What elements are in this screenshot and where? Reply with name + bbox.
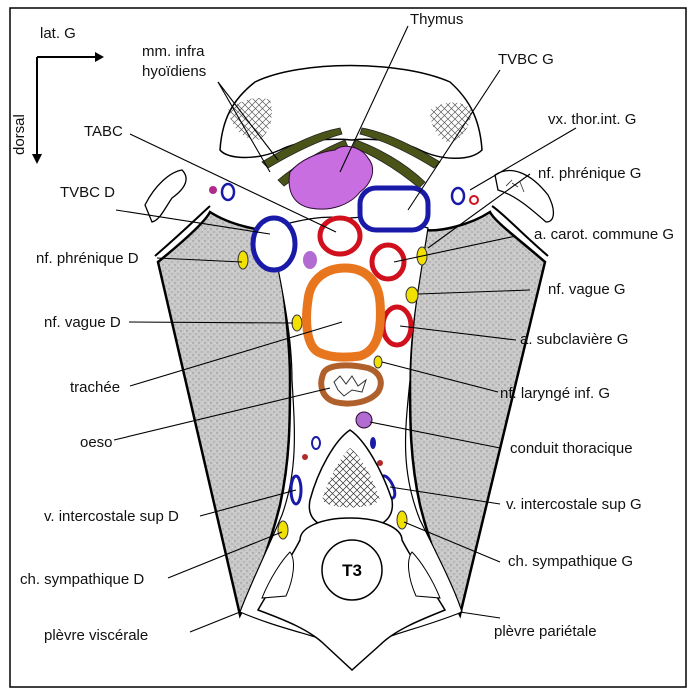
nf-phrenique-d-label: nf. phrénique D bbox=[36, 250, 139, 267]
nf-vague-g-label: nf. vague G bbox=[548, 281, 626, 298]
plevre-viscerale-label: plèvre viscérale bbox=[44, 627, 148, 644]
a-subclaviere-g-label: a. subclavière G bbox=[520, 331, 628, 348]
sternum bbox=[220, 66, 482, 159]
orientation-arrows bbox=[32, 52, 104, 164]
tvbc-g-label: TVBC G bbox=[498, 51, 554, 68]
trachea-shape bbox=[307, 268, 381, 357]
mm-infra-label: mm. infra bbox=[142, 43, 205, 60]
ch-sympathique-g-label: ch. sympathique G bbox=[508, 553, 633, 570]
thoracic-duct bbox=[356, 412, 372, 428]
tabc-vessel bbox=[320, 218, 360, 254]
ch-sympathique-d-label: ch. sympathique D bbox=[20, 571, 144, 588]
a-carot-commune-g-label: a. carot. commune G bbox=[534, 226, 674, 243]
plevre-parietale-label: plèvre pariétale bbox=[494, 623, 597, 640]
lymph-node bbox=[303, 251, 317, 269]
v-intercostale-sup-d-label: v. intercostale sup D bbox=[44, 508, 179, 525]
dorsal-label: dorsal bbox=[11, 114, 28, 155]
vx-thor-int-g-label: vx. thor.int. G bbox=[548, 111, 636, 128]
rib-left bbox=[145, 170, 186, 222]
tabc-label: TABC bbox=[84, 123, 123, 140]
v-intercostale-sup-g-label: v. intercostale sup G bbox=[506, 496, 642, 513]
nf-vague-d-label: nf. vague D bbox=[44, 314, 121, 331]
subclavian-g-vessel bbox=[383, 307, 411, 345]
mm-infra-label-2: hyoïdiens bbox=[142, 63, 206, 80]
nf-larynge-inf-g-label: nf. laryngé inf. G bbox=[500, 385, 610, 402]
t3-label: T3 bbox=[342, 561, 362, 580]
oeso-label: oeso bbox=[80, 434, 113, 451]
esophagus-shape bbox=[321, 365, 380, 403]
tvbc-d-vessel bbox=[253, 218, 295, 270]
conduit-thoracique-label: conduit thoracique bbox=[510, 440, 633, 457]
lat-g-label: lat. G bbox=[40, 25, 76, 42]
tvbc-d-label: TVBC D bbox=[60, 184, 115, 201]
nf-phrenique-g-label: nf. phrénique G bbox=[538, 165, 641, 182]
carotid-g-vessel bbox=[372, 245, 404, 279]
trachee-label: trachée bbox=[70, 379, 120, 396]
thymus-label: Thymus bbox=[410, 11, 463, 28]
